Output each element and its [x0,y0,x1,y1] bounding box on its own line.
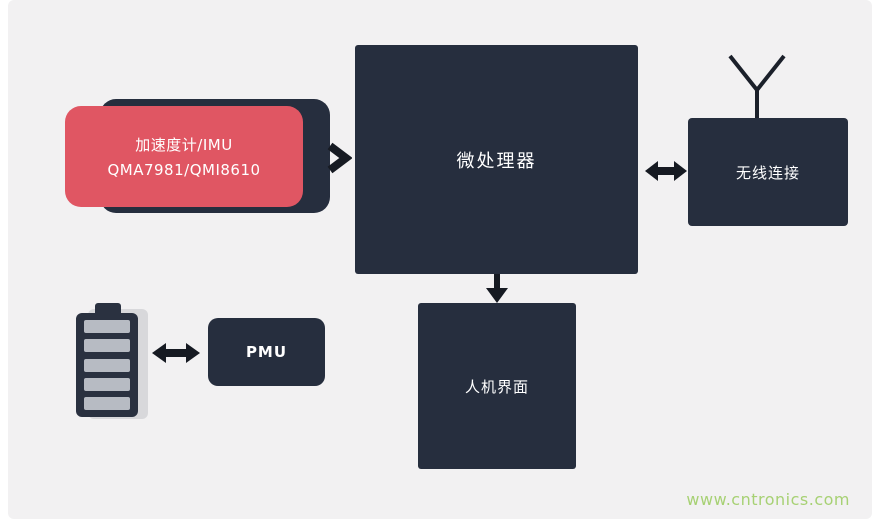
hmi-label: 人机界面 [464,377,529,396]
imu-label-line1: 加速度计/IMU [135,136,233,154]
wireless-label: 无线连接 [735,163,800,182]
battery-icon [76,313,138,417]
arrow-right-icon [327,142,352,174]
mcu-label: 微处理器 [456,150,537,172]
arrow-down-icon [486,274,508,303]
battery-cap [95,303,121,315]
pmu-block: PMU [208,318,325,386]
hmi-block: 人机界面 [418,303,576,469]
diagram-canvas: 加速度计/IMU QMA7981/QMI8610 微处理器 无线连接 [8,0,872,519]
watermark-text: www.cntronics.com [686,490,850,509]
double-arrow-horizontal-icon [645,161,687,181]
mcu-block: 微处理器 [355,45,638,274]
wireless-block: 无线连接 [688,118,848,226]
antenna-icon [728,54,786,120]
pmu-label: PMU [245,343,288,361]
imu-label-line2: QMA7981/QMI8610 [107,161,261,179]
double-arrow-horizontal-icon [152,343,200,363]
imu-block: 加速度计/IMU QMA7981/QMI8610 [65,106,303,207]
